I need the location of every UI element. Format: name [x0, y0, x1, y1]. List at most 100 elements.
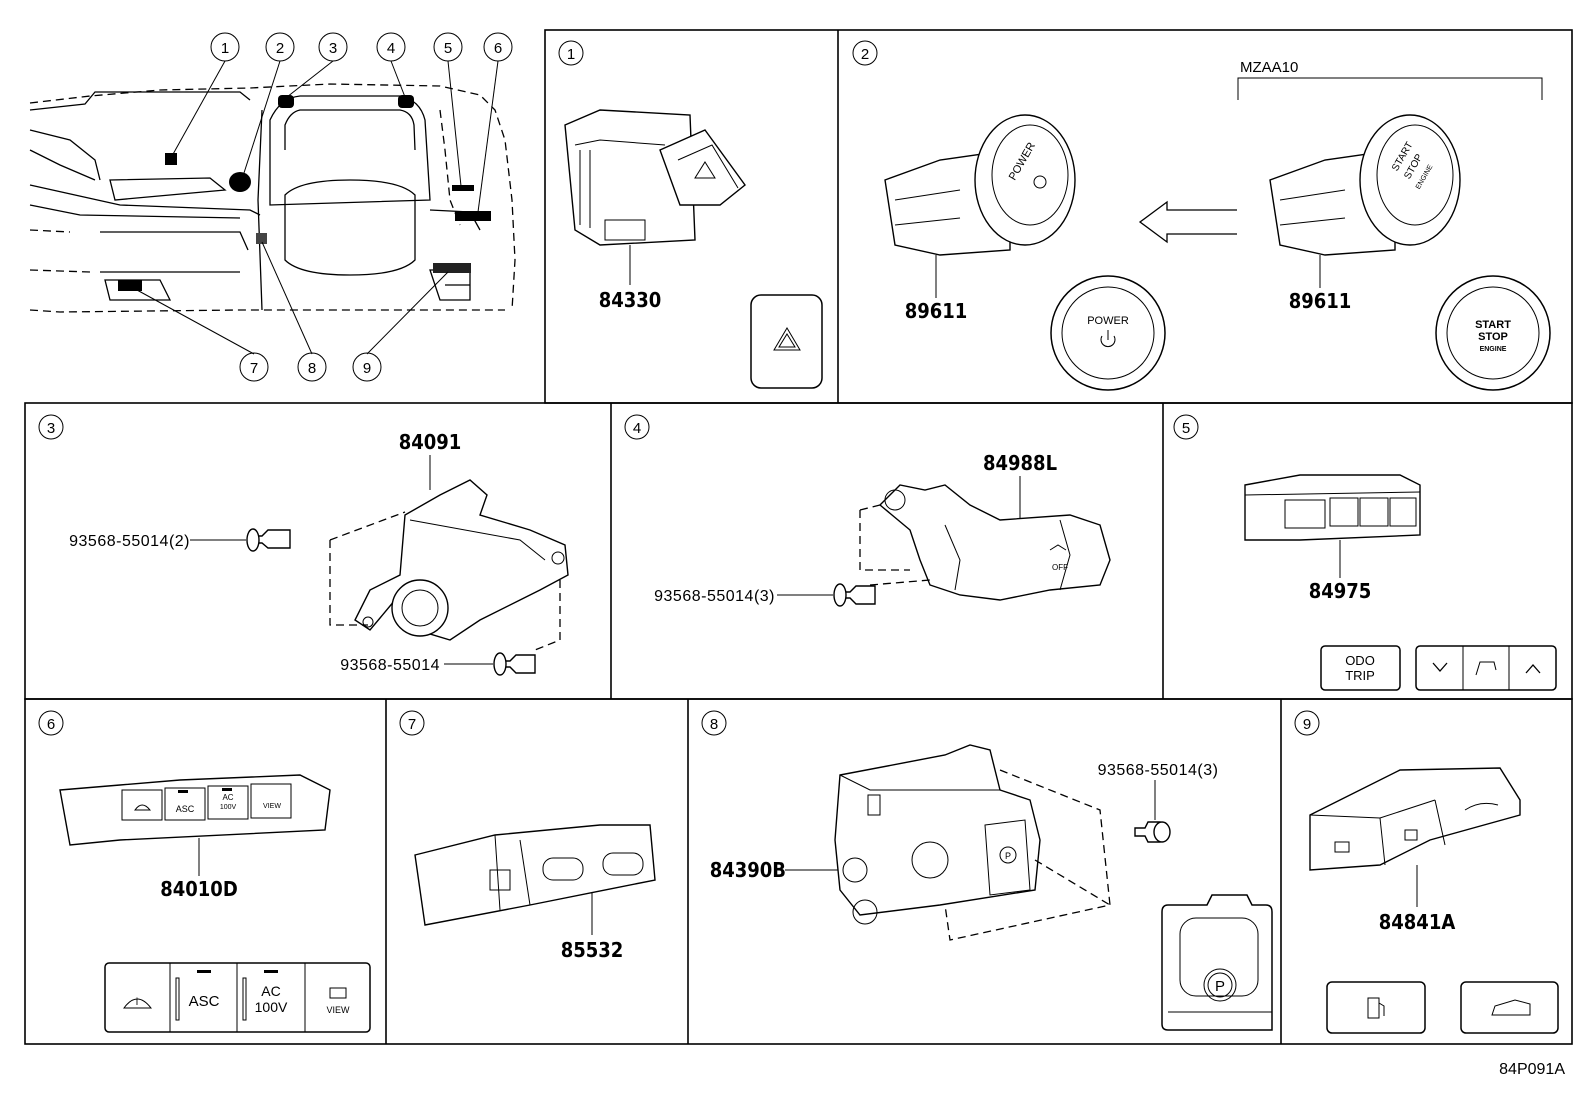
svg-text:2: 2: [276, 40, 284, 57]
panel-3-number: 3: [47, 420, 55, 437]
fuel-door-button: [1326, 981, 1426, 1034]
variant-label: MZAA10: [1240, 59, 1298, 76]
usb-socket-part: [414, 824, 656, 926]
part-number-84975: 84975: [1309, 579, 1372, 603]
callout-4: 4: [376, 32, 406, 62]
part-number-85532: 85532: [561, 938, 624, 962]
hazard-button-face: [750, 294, 823, 389]
parking-brake-face: P: [1161, 894, 1273, 1031]
tailgate-icon: [1491, 999, 1531, 1016]
replacement-arrow: [1138, 200, 1237, 244]
panel-5-number: 5: [1182, 420, 1190, 437]
start-stop-button-face: START STOP ENGINE: [1435, 275, 1551, 391]
panel-6: 6 ASC AC 100V VIEW 84010D i ASC AC: [38, 710, 371, 1033]
part-number-84390B: 84390B: [710, 858, 786, 882]
panel-7-number: 7: [408, 716, 416, 733]
svg-text:AC: AC: [261, 983, 280, 999]
light-switch-part: [354, 479, 569, 641]
meter-button-group: [1415, 645, 1557, 691]
overview-callouts: 1 2 3 4 5 6 7 8 9: [210, 32, 513, 382]
svg-text:5: 5: [444, 40, 452, 57]
callout-7: 7: [239, 352, 269, 382]
overview-leaders: [136, 60, 499, 355]
panel-9: 9 84841A: [1294, 710, 1559, 1034]
panel-1-number: 1: [567, 46, 575, 63]
svg-text:4: 4: [387, 40, 395, 57]
power-button-face: POWER: [1050, 275, 1166, 391]
part-number-84010D: 84010D: [160, 877, 238, 901]
settings-icon: [1475, 661, 1497, 676]
svg-text:ODO: ODO: [1345, 653, 1375, 668]
bolt-label-93568-55014-2: 93568-55014(2): [69, 533, 190, 550]
panel-9-number: 9: [1303, 716, 1311, 733]
svg-text:1: 1: [221, 40, 229, 57]
svg-text:7: 7: [250, 360, 258, 377]
svg-text:8: 8: [308, 360, 316, 377]
svg-text:9: 9: [363, 360, 371, 377]
vsc-switch-part: OFF: [878, 484, 1111, 601]
svg-text:ASC: ASC: [176, 804, 195, 814]
panel-3: 3 84091 93568-55014(2) 93568-55014: [38, 414, 569, 676]
fuel-hatch-switch-part: [1309, 767, 1521, 871]
svg-text:AC: AC: [222, 793, 233, 802]
svg-text:VIEW: VIEW: [263, 803, 281, 810]
power-switch-part: POWER: [884, 114, 1076, 256]
view-icon: [329, 987, 347, 999]
svg-text:START: START: [1475, 319, 1511, 331]
panel-8-number: 8: [710, 716, 718, 733]
fuel-pump-icon: [1367, 997, 1380, 1019]
svg-text:TRIP: TRIP: [1345, 668, 1375, 683]
bolt-84988L: [833, 583, 876, 607]
parking-brake-switch-part: P: [834, 744, 1041, 925]
callout-8: 8: [297, 352, 327, 382]
meter-switch-part: [1244, 474, 1421, 541]
bolt-84390B: [1134, 821, 1171, 843]
svg-text:P: P: [1005, 851, 1011, 861]
callout-6: 6: [483, 32, 513, 62]
chevron-down-icon: [1432, 662, 1448, 672]
panel-4-number: 4: [633, 420, 641, 437]
bolt-label-84390B: 93568-55014(3): [1098, 762, 1219, 779]
svg-text:i: i: [136, 997, 138, 1008]
center-switch-face: i ASC AC 100V VIEW: [104, 962, 371, 1033]
chevron-up-icon: [1525, 664, 1541, 674]
part-number-89611-left: 89611: [905, 299, 968, 323]
callout-3: 3: [318, 32, 348, 62]
svg-text:100V: 100V: [220, 804, 237, 811]
tailgate-button: [1460, 981, 1559, 1034]
hazard-switch-part: [564, 109, 746, 246]
svg-text:ENGINE: ENGINE: [1480, 346, 1507, 353]
svg-text:P: P: [1215, 978, 1225, 995]
svg-text:ASC: ASC: [189, 993, 220, 1010]
part-number-89611-right: 89611: [1289, 289, 1352, 313]
callout-9: 9: [352, 352, 382, 382]
center-switch-part: ASC AC 100V VIEW: [59, 774, 331, 846]
bolt-upper: [246, 528, 291, 552]
wiper-icon: [123, 998, 153, 1009]
callout-2: 2: [265, 32, 295, 62]
part-number-84091: 84091: [399, 430, 462, 454]
part-number-84330: 84330: [599, 288, 662, 312]
callout-1: 1: [210, 32, 240, 62]
svg-text:OFF: OFF: [1052, 563, 1068, 572]
panel-6-number: 6: [47, 716, 55, 733]
panel-5: 5 84975 ODO TRIP: [1173, 414, 1557, 691]
panel-frames: [24, 29, 1573, 1045]
panel-2-number: 2: [861, 46, 869, 63]
svg-text:6: 6: [494, 40, 502, 57]
bolt-label-93568-55014: 93568-55014: [340, 657, 440, 674]
odo-trip-button: ODO TRIP: [1320, 645, 1401, 691]
svg-text:3: 3: [329, 40, 337, 57]
bolt-label-84988L: 93568-55014(3): [654, 588, 775, 605]
callout-5: 5: [433, 32, 463, 62]
panel-4: 4 84988L OFF 93568-55014(3): [624, 414, 1111, 607]
start-stop-switch-part: START STOP ENGINE: [1269, 114, 1461, 256]
svg-text:POWER: POWER: [1087, 315, 1129, 327]
dashboard-overview: [29, 83, 516, 313]
diagram-code: 84P091A: [1499, 1061, 1565, 1078]
part-number-84988L: 84988L: [983, 451, 1057, 475]
svg-text:100V: 100V: [255, 999, 288, 1015]
part-number-84841A: 84841A: [1379, 910, 1456, 934]
panel-1: 1 84330: [558, 40, 823, 389]
